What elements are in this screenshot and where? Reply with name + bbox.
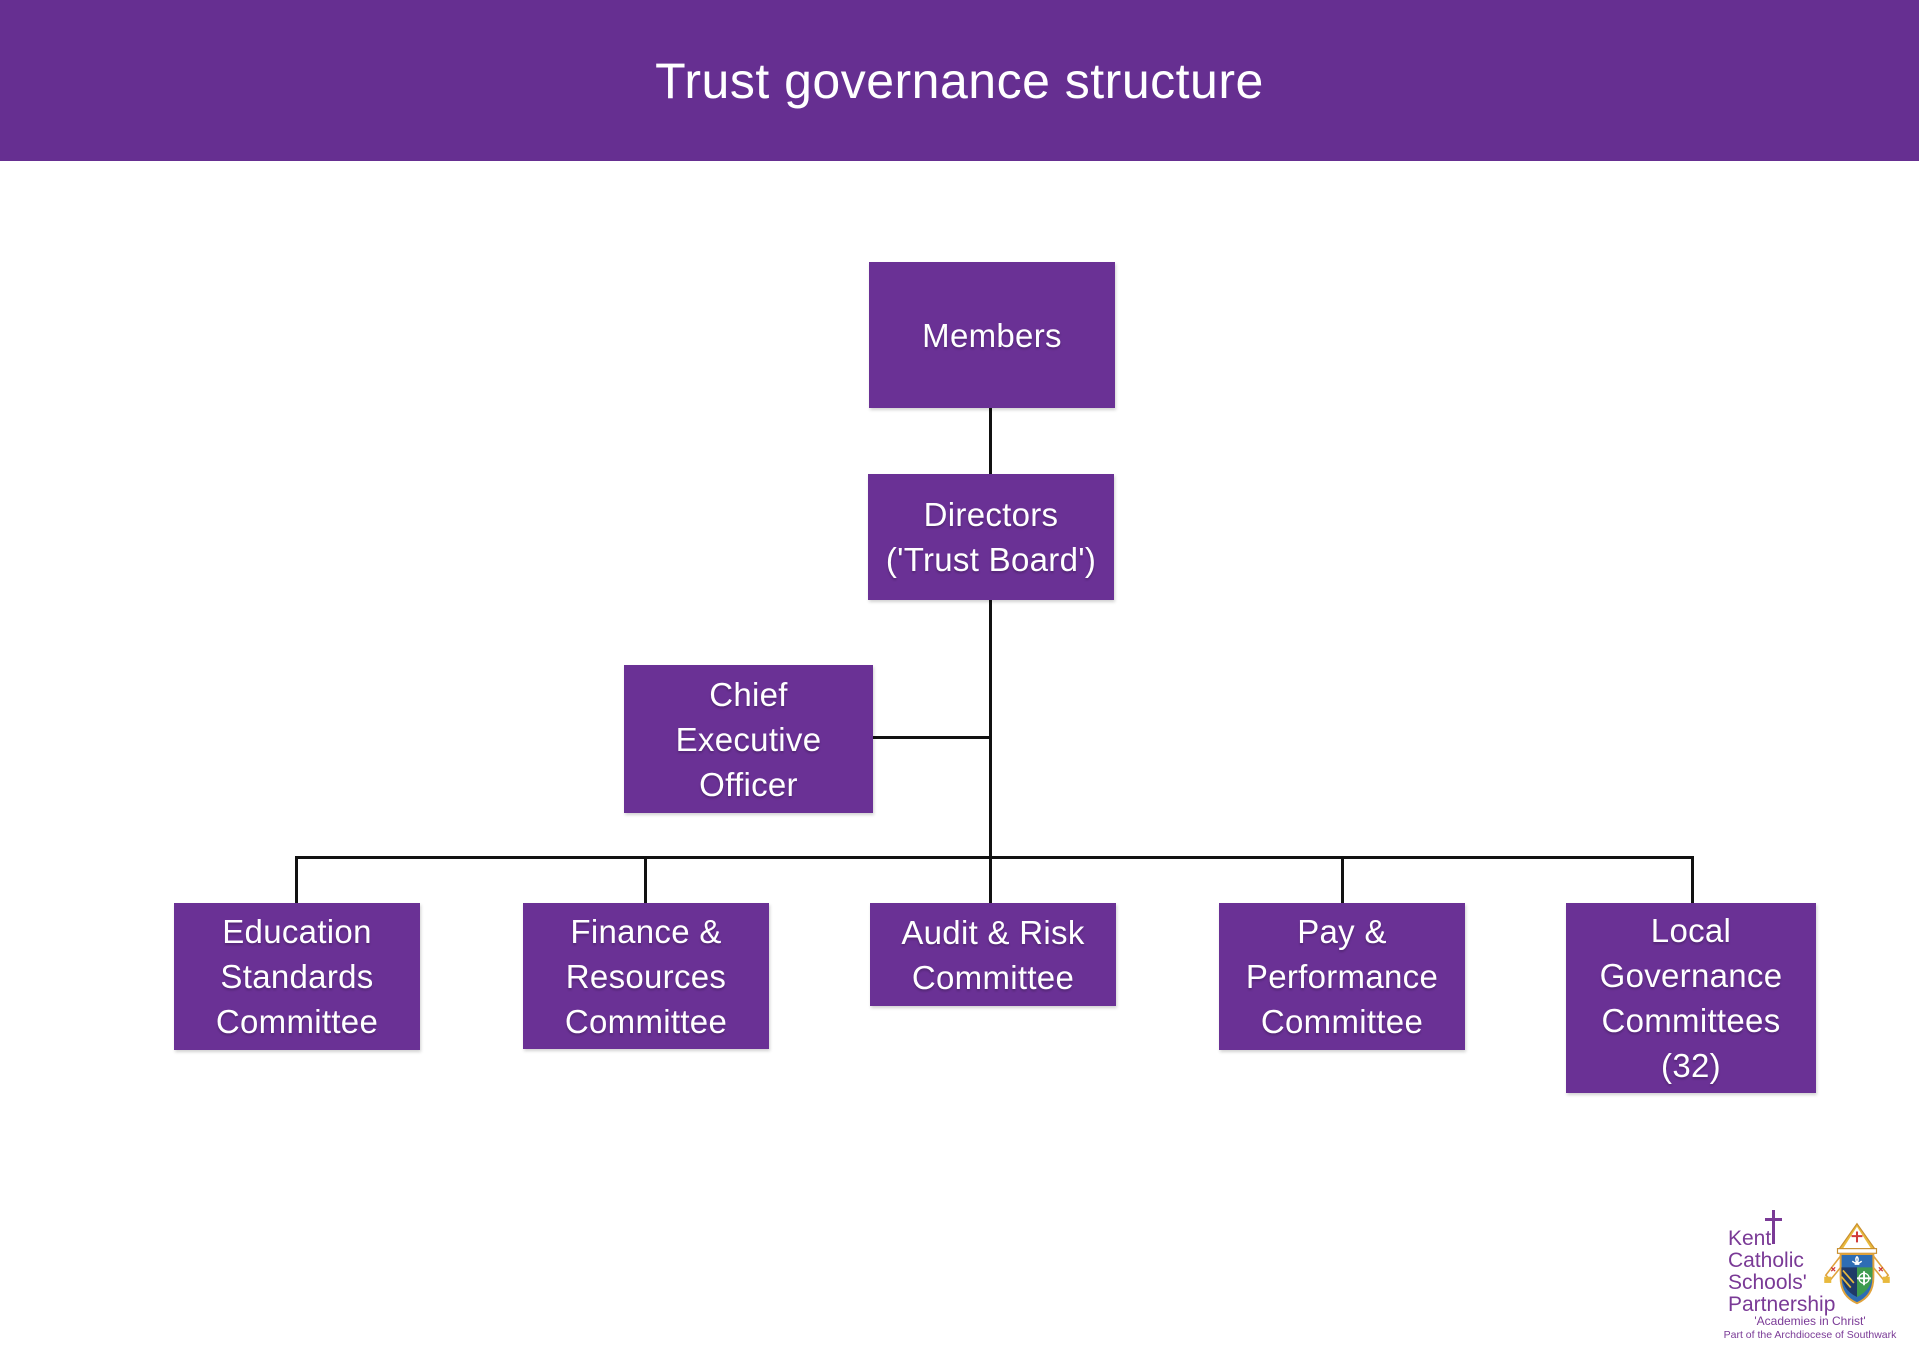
- cross-icon: [1765, 1210, 1782, 1244]
- logo-name-line: Schools': [1728, 1271, 1807, 1294]
- org-box-label-line: Members: [922, 316, 1062, 354]
- header-banner: Trust governance structure: [0, 0, 1919, 161]
- org-box-label-line: Committee: [911, 958, 1075, 996]
- org-box-local-governance-committees: Local Governance Committees (32): [1566, 903, 1816, 1093]
- org-box-label-line: Local: [1650, 912, 1732, 949]
- page-title: Trust governance structure: [655, 52, 1264, 109]
- org-box-label-line: Directors: [923, 496, 1059, 533]
- org-box-audit-risk-committee: Audit & Risk Committee: [870, 903, 1116, 1006]
- org-box-directors: Directors ('Trust Board'): [868, 474, 1114, 600]
- trust-logo: Kent Catholic Schools' Partnership: [1700, 1210, 1919, 1341]
- org-box-label-line: (32): [1661, 1047, 1721, 1084]
- org-box-label-line: Chief: [709, 675, 788, 713]
- org-box-members: Members: [869, 262, 1115, 408]
- org-box-label-line: Officer: [699, 765, 798, 803]
- org-box-label-line: Governance: [1599, 957, 1783, 994]
- connector-ceo-to-trunk: [873, 736, 991, 739]
- org-box-chief-executive-officer: Chief Executive Officer: [624, 665, 873, 813]
- org-box-pay-performance-committee: Pay & Performance Committee: [1219, 903, 1465, 1050]
- connector-drop-education: [295, 856, 298, 903]
- org-box-label-line: Finance &: [570, 912, 722, 950]
- connector-horizontal-bus: [295, 856, 1694, 859]
- org-box-finance-resources-committee: Finance & Resources Committee: [523, 903, 769, 1049]
- org-box-label-line: Committees: [1601, 1002, 1781, 1039]
- org-box-label-line: Education: [222, 913, 372, 950]
- logo-name-line: Catholic: [1728, 1249, 1804, 1272]
- connector-drop-local: [1691, 856, 1694, 903]
- org-box-label-line: Standards: [220, 958, 374, 995]
- logo-tagline-archdiocese: Part of the Archdiocese of Southwark: [1723, 1329, 1897, 1341]
- logo-name-line: Partnership: [1728, 1293, 1836, 1316]
- connector-drop-pay: [1341, 856, 1344, 903]
- diocese-crest-icon: [1824, 1222, 1890, 1305]
- org-box-education-standards-committee: Education Standards Committee: [174, 903, 420, 1050]
- org-box-label-line: Executive: [675, 720, 822, 758]
- org-box-label-line: Resources: [565, 957, 727, 995]
- org-box-label-line: Performance: [1245, 958, 1439, 995]
- org-box-label-line: ('Trust Board'): [885, 541, 1097, 578]
- connector-directors-to-committees: [989, 600, 992, 903]
- trust-logo-wordmark: Kent Catholic Schools' Partnership: [1728, 1228, 1835, 1316]
- org-box-label-line: Committee: [564, 1002, 728, 1040]
- org-box-label-line: Audit & Risk: [901, 913, 1085, 951]
- logo-name-line: Kent: [1728, 1227, 1772, 1250]
- logo-tagline-motto: 'Academies in Christ': [1754, 1314, 1866, 1328]
- connector-drop-finance: [644, 856, 647, 903]
- connector-members-directors: [989, 408, 992, 474]
- org-box-label-line: Committee: [215, 1003, 379, 1040]
- org-box-label-line: Committee: [1260, 1003, 1424, 1040]
- org-box-label-line: Pay &: [1297, 913, 1387, 950]
